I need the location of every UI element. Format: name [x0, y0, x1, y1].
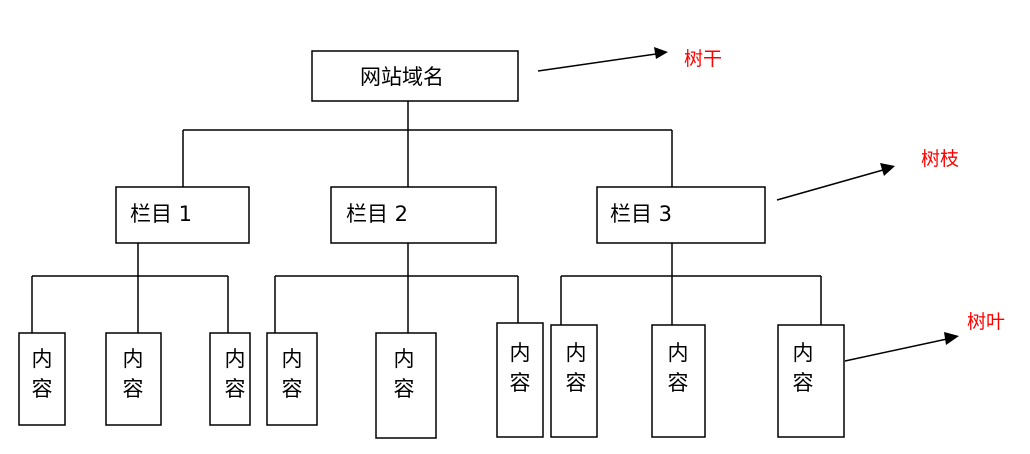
leaf-7-line2: 容	[566, 371, 587, 395]
connector-lines	[31, 101, 822, 333]
leaf-9-line2: 容	[793, 371, 814, 395]
leaf-label: 树叶	[967, 311, 1005, 333]
leaf-6-line2: 容	[510, 371, 531, 395]
leaf-3-line2: 容	[225, 377, 246, 401]
leaf-1-line2: 容	[32, 377, 53, 401]
root-node: 网站域名	[311, 50, 519, 102]
leaf-node-6: 内 容	[496, 322, 544, 438]
leaf-5-line2: 容	[394, 377, 415, 401]
leaf-7-line1: 内	[566, 341, 587, 365]
column-node-3: 栏目 3	[596, 186, 766, 244]
branch-label: 树枝	[921, 148, 959, 170]
leaf-node-2: 内 容	[105, 332, 162, 426]
leaf-8-line1: 内	[668, 341, 689, 365]
leaf-node-1: 内 容	[18, 332, 66, 426]
leaf-node-5: 内 容	[375, 332, 437, 439]
leaf-4-line1: 内	[282, 347, 303, 371]
leaf-node-7: 内 容	[550, 324, 598, 438]
trunk-arrow	[537, 47, 668, 72]
leaf-9-line1: 内	[793, 341, 814, 365]
leaf-5-line1: 内	[394, 347, 415, 371]
root-label: 网站域名	[360, 65, 444, 89]
leaf-4-line2: 容	[282, 377, 303, 401]
leaf-8-line2: 容	[668, 371, 689, 395]
leaf-1-line1: 内	[32, 347, 53, 371]
branch-arrow	[776, 163, 895, 201]
trunk-label: 树干	[684, 48, 722, 70]
leaf-arrow	[844, 332, 959, 362]
column-label-2: 栏目 2	[346, 202, 408, 226]
leaf-node-3: 内 容	[209, 332, 251, 426]
column-label-3: 栏目 3	[610, 202, 672, 226]
leaf-node-9: 内 容	[777, 324, 845, 438]
leaf-2-line2: 容	[123, 377, 144, 401]
leaf-node-4: 内 容	[266, 332, 318, 426]
leaf-3-line1: 内	[225, 347, 246, 371]
leaf-node-8: 内 容	[651, 324, 706, 438]
leaf-2-line1: 内	[123, 347, 144, 371]
leaf-6-line1: 内	[510, 341, 531, 365]
column-label-1: 栏目 1	[130, 202, 192, 226]
column-node-2: 栏目 2	[330, 186, 497, 244]
column-node-1: 栏目 1	[115, 186, 250, 244]
